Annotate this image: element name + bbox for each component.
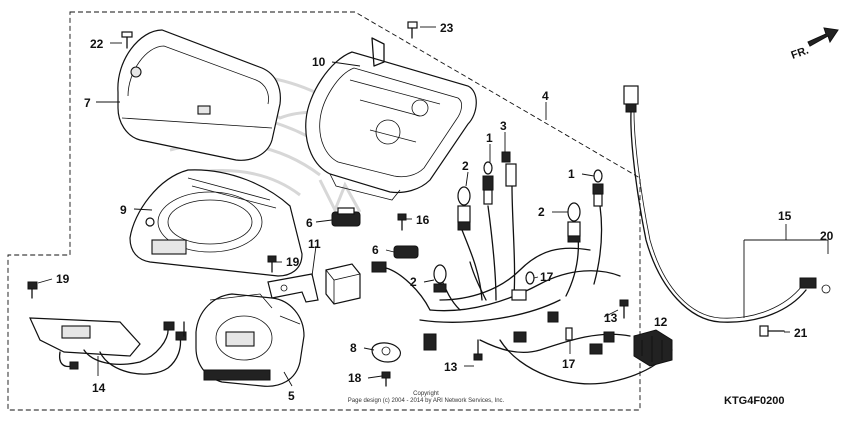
callout-3[interactable]: 3 xyxy=(500,119,507,133)
meter-case-upper[interactable] xyxy=(117,29,281,161)
assembly-boundary xyxy=(7,11,641,411)
screw-22[interactable] xyxy=(121,31,133,49)
bulb-2-a[interactable] xyxy=(457,186,471,231)
grommet-17-lower[interactable] xyxy=(565,327,573,341)
bracket-11[interactable] xyxy=(267,263,361,305)
copyright-title: Copyright xyxy=(413,391,439,397)
callout-10[interactable]: 10 xyxy=(312,55,326,69)
screw-19-left[interactable] xyxy=(27,281,38,299)
callout-6-upper[interactable]: 6 xyxy=(306,216,313,230)
callout-2-right[interactable]: 2 xyxy=(538,205,545,219)
callout-21[interactable]: 21 xyxy=(794,326,808,340)
front-direction-indicator: FR. xyxy=(790,27,839,62)
callout-7[interactable]: 7 xyxy=(84,96,91,110)
screw-19-right[interactable] xyxy=(267,255,277,273)
speedometer-unit-5[interactable] xyxy=(183,293,305,387)
callout-15[interactable]: 15 xyxy=(778,209,792,223)
callout-17-lower[interactable]: 17 xyxy=(562,357,576,371)
callout-14[interactable]: 14 xyxy=(92,381,106,395)
wire-harness-4[interactable] xyxy=(371,185,673,385)
clamp-8[interactable] xyxy=(371,342,401,363)
screw-16[interactable] xyxy=(397,213,407,231)
bulb-2-c[interactable] xyxy=(433,264,447,293)
callout-13-lower[interactable]: 13 xyxy=(444,360,458,374)
grommet-17-upper[interactable] xyxy=(525,271,535,285)
callout-5[interactable]: 5 xyxy=(288,389,295,403)
speedometer-cable-15[interactable] xyxy=(623,85,831,323)
screw-18[interactable] xyxy=(381,371,391,387)
callout-13-right[interactable]: 13 xyxy=(604,311,618,325)
callout-12[interactable]: 12 xyxy=(654,315,668,329)
bulb-socket-6-upper[interactable] xyxy=(331,207,361,227)
bulb-1-b[interactable] xyxy=(592,169,604,207)
callout-labels: 23 22 10 7 4 1 3 2 1 15 9 16 6 2 20 6 11… xyxy=(56,21,834,403)
bulb-3[interactable] xyxy=(501,151,517,187)
callout-18[interactable]: 18 xyxy=(348,371,362,385)
copyright-notice: Page design (c) 2004 - 2014 by ARI Netwo… xyxy=(348,398,505,404)
leader-lines xyxy=(37,26,790,387)
callout-2-upper[interactable]: 2 xyxy=(462,159,469,173)
callout-1-upper[interactable]: 1 xyxy=(486,131,493,145)
callout-20[interactable]: 20 xyxy=(820,229,834,243)
meter-panel[interactable] xyxy=(129,169,303,277)
callout-1-right[interactable]: 1 xyxy=(568,167,575,181)
callout-22[interactable]: 22 xyxy=(90,37,104,51)
diagram-code: KTG4F0200 xyxy=(724,395,785,407)
callout-11[interactable]: 11 xyxy=(308,237,321,251)
meter-case-lower[interactable] xyxy=(305,37,477,201)
callout-16[interactable]: 16 xyxy=(416,213,430,227)
callout-9[interactable]: 9 xyxy=(120,203,127,217)
screw-21[interactable] xyxy=(759,325,785,337)
bulb-socket-6-lower[interactable] xyxy=(393,245,419,259)
callout-19-right[interactable]: 19 xyxy=(286,255,300,269)
callout-23[interactable]: 23 xyxy=(440,21,454,35)
indicator-harness-14[interactable] xyxy=(29,317,187,375)
bolt-13-b[interactable] xyxy=(473,339,483,361)
bulb-2-b[interactable] xyxy=(567,202,581,243)
callout-8[interactable]: 8 xyxy=(350,341,357,355)
callout-17-upper[interactable]: 17 xyxy=(540,270,554,284)
screw-23[interactable] xyxy=(407,21,418,39)
callout-2-lower[interactable]: 2 xyxy=(410,275,417,289)
callout-4[interactable]: 4 xyxy=(542,89,549,103)
part-15-bracket xyxy=(743,224,829,318)
bulb-1-a[interactable] xyxy=(482,161,494,205)
bolt-13-a[interactable] xyxy=(619,299,629,319)
callout-19-left[interactable]: 19 xyxy=(56,272,70,286)
callout-6-lower[interactable]: 6 xyxy=(372,243,379,257)
front-direction-label: FR. xyxy=(790,45,811,62)
connector-12[interactable] xyxy=(633,329,673,367)
front-arrow-icon xyxy=(807,27,839,47)
